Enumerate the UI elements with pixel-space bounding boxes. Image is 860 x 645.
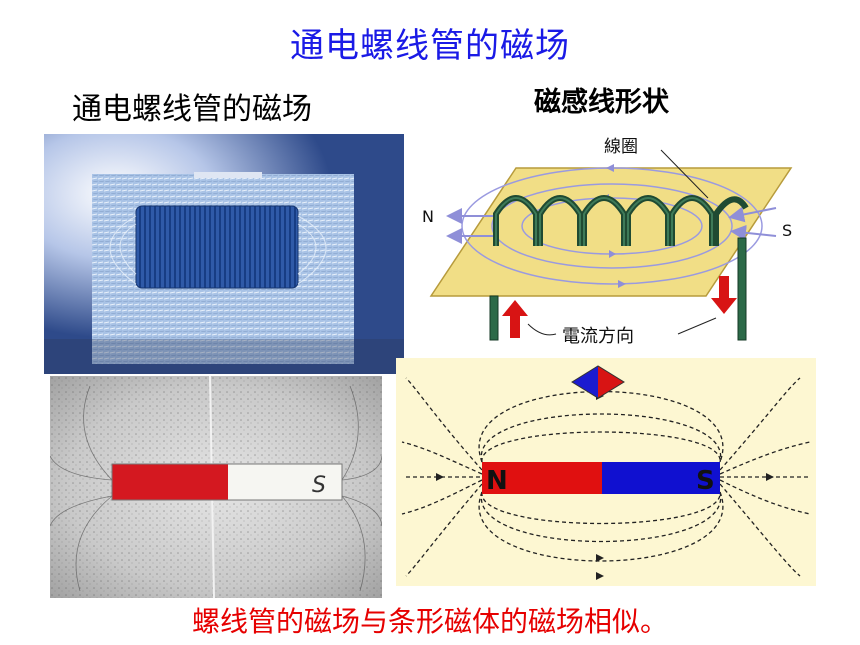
pole-s-label: S — [782, 221, 792, 240]
current-direction-label: 電流方向 — [562, 326, 634, 347]
conclusion-caption: 螺线管的磁场与条形磁体的磁场相似。 — [191, 605, 668, 638]
solenoid-iron-filings-photo — [44, 134, 404, 374]
pole-n-label: N — [422, 207, 434, 226]
slide-title: 通电螺线管的磁场 — [290, 26, 570, 66]
field-line-shape-heading: 磁感线形状 — [534, 87, 669, 118]
diagram-pole-n: N — [486, 466, 508, 496]
diagram-magnet-south-half — [602, 462, 720, 494]
photo-magnet-s-mark: S — [312, 473, 326, 498]
bar-magnet-field-diagram: N S — [396, 358, 816, 586]
coil-label: 線圈 — [604, 137, 638, 157]
diagram-magnet-north-half — [482, 462, 602, 494]
bar-magnet-iron-filings-photo: S — [50, 376, 382, 598]
solenoid-field-diagram: 線圈 N S 電流方向 — [422, 137, 793, 347]
diagram-pole-s: S — [696, 466, 715, 496]
solenoid-photo-heading: 通电螺线管的磁场 — [72, 92, 312, 127]
